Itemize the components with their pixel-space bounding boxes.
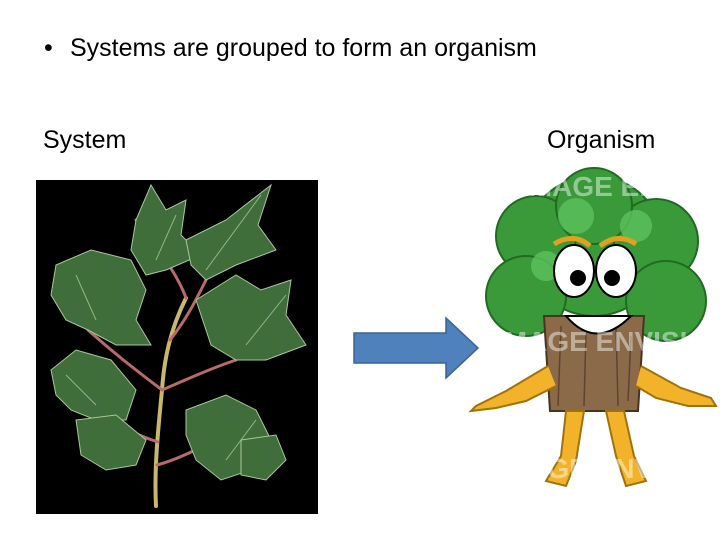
watermark-text-1: IMAGE ENVISION xyxy=(521,171,720,202)
right-arrow-icon xyxy=(352,316,482,380)
organism-label: Organism xyxy=(547,126,656,154)
tree-organism-image: IMAGE ENVISION IMAGE ENVISION IMAGE ENVI… xyxy=(466,166,720,506)
system-label: System xyxy=(43,126,127,154)
bullet-marker: • xyxy=(44,34,53,62)
watermark-text-3: IMAGE ENVISION xyxy=(496,453,720,484)
plant-branch-illustration xyxy=(36,180,318,514)
bullet-point: • Systems are grouped to form an organism xyxy=(44,32,537,64)
cartoon-tree-illustration: IMAGE ENVISION IMAGE ENVISION IMAGE ENVI… xyxy=(468,167,720,488)
plant-system-image xyxy=(36,180,318,514)
watermark-text-2: IMAGE ENVISION xyxy=(496,326,720,357)
bullet-text: Systems are grouped to form an organism xyxy=(70,34,537,62)
